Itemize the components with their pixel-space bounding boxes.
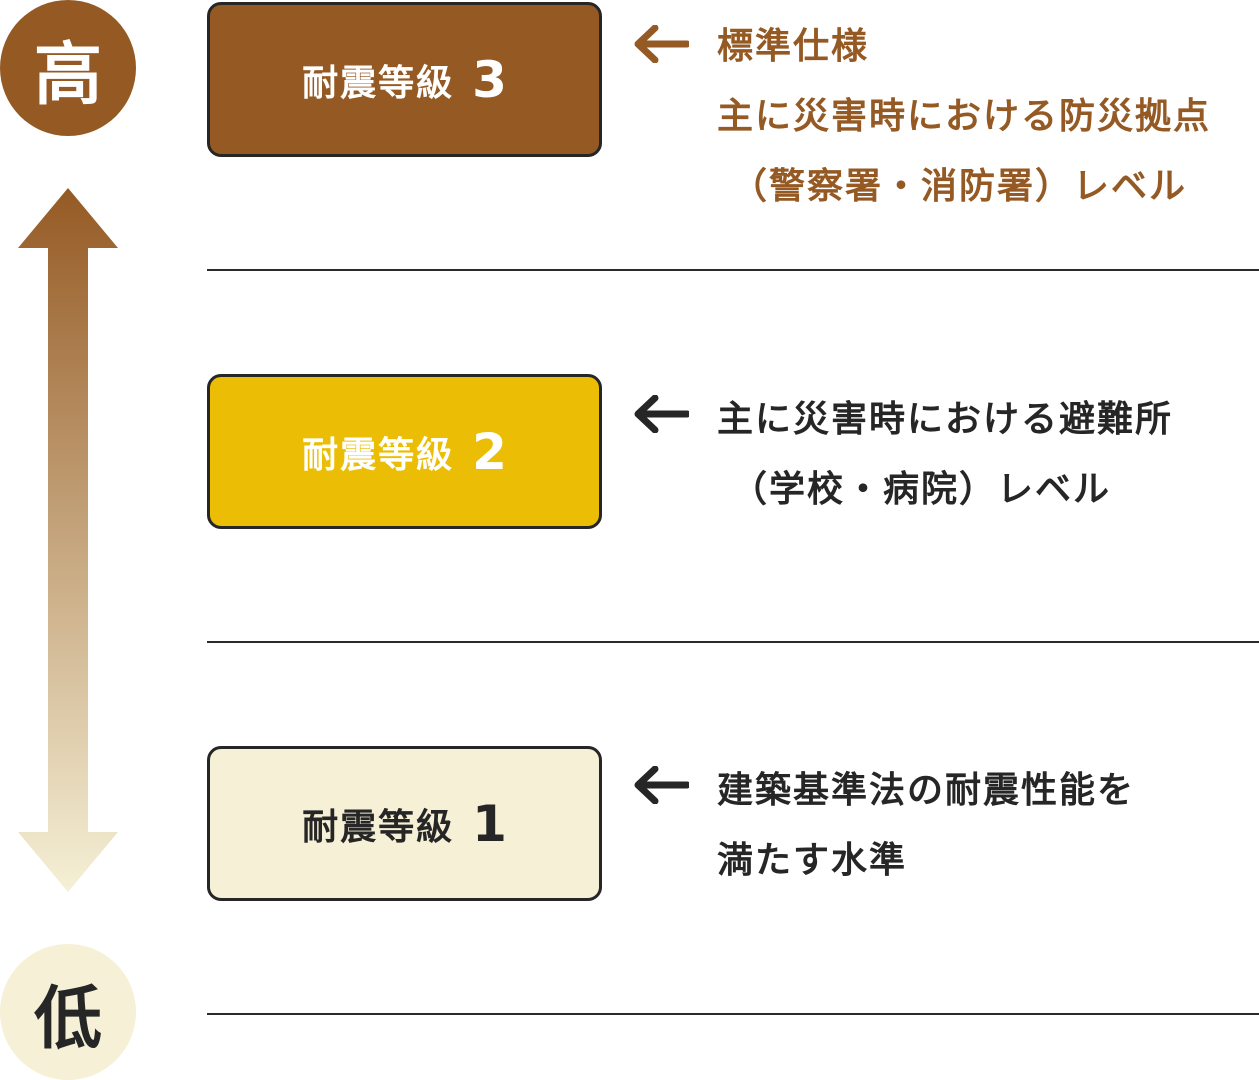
left-arrow-icon [634, 395, 689, 433]
grade-2-number: 2 [472, 422, 507, 481]
grade-3-box: 耐震等級 3 [207, 2, 602, 157]
left-arrow-icon [634, 25, 689, 63]
grade-2-box: 耐震等級 2 [207, 374, 602, 529]
grade-2-desc-line: （学校・病院）レベル [731, 469, 1112, 510]
grade-3-desc-line: 主に災害時における防災拠点 [717, 96, 1212, 137]
left-arrow-icon [634, 766, 689, 804]
grade-1-description: 建築基準法の耐震性能を 満たす水準 [717, 756, 1135, 896]
grade-3-desc-line: （警察署・消防署）レベル [731, 166, 1188, 207]
grade-3-description: 標準仕様 主に災害時における防災拠点 （警察署・消防署）レベル [717, 12, 1211, 222]
scale-high-badge: 高 [0, 0, 136, 136]
divider-line [207, 1013, 1259, 1015]
grade-2-label: 耐震等級 [302, 434, 455, 476]
grade-3-number: 3 [472, 50, 507, 109]
scale-low-label: 低 [33, 979, 102, 1059]
grade-1-box: 耐震等級 1 [207, 746, 602, 901]
grade-1-label: 耐震等級 [302, 806, 455, 848]
grade-2-description: 主に災害時における避難所 （学校・病院）レベル [717, 385, 1173, 525]
scale-high-label: 高 [33, 35, 102, 115]
scale-low-badge: 低 [0, 944, 136, 1080]
divider-line [207, 641, 1259, 643]
grade-1-desc-line: 満たす水準 [717, 840, 908, 881]
grade-1-desc-line: 建築基準法の耐震性能を [717, 770, 1136, 811]
divider-line [207, 269, 1259, 271]
grade-3-desc-line: 標準仕様 [717, 26, 870, 67]
grade-3-label: 耐震等級 [302, 62, 455, 104]
grade-1-number: 1 [472, 794, 507, 853]
grade-2-desc-line: 主に災害時における避難所 [717, 399, 1174, 440]
scale-double-arrow-icon [18, 188, 118, 892]
